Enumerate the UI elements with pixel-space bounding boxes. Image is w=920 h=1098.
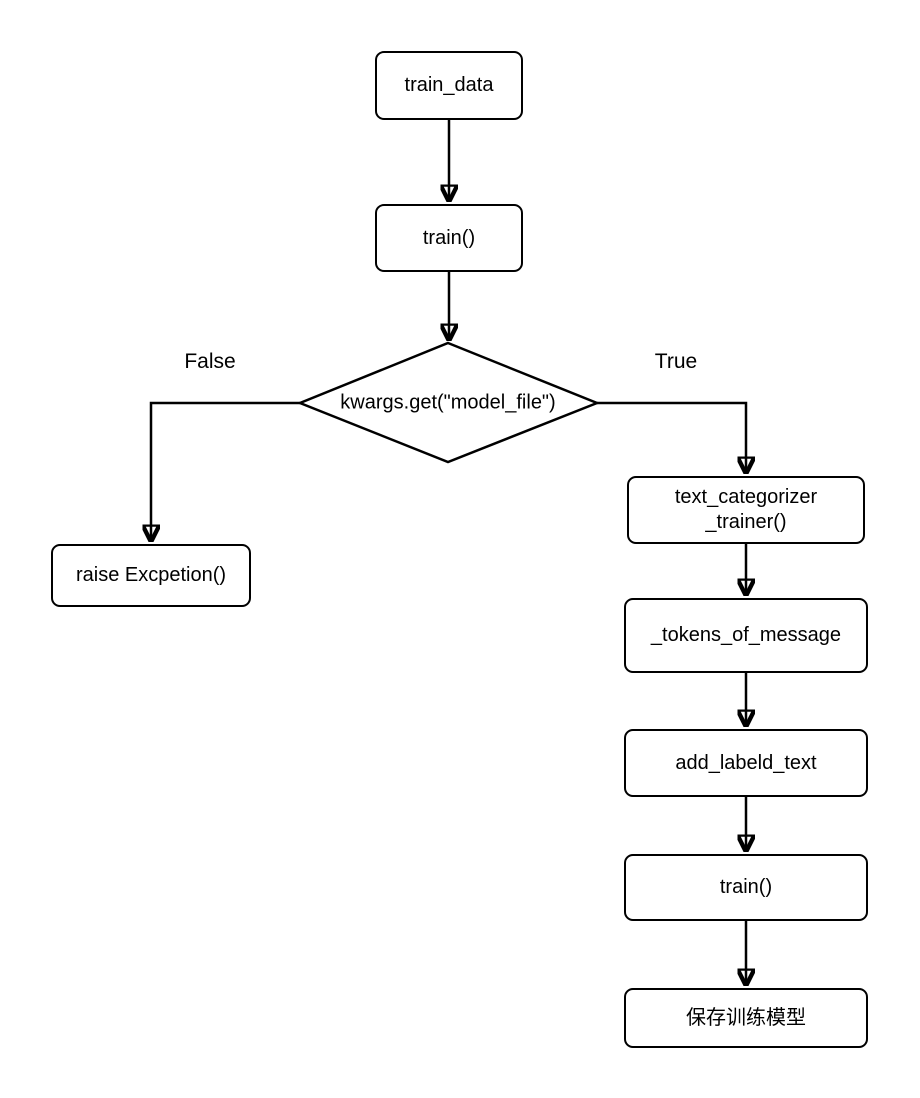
node-save-model: 保存训练模型	[624, 988, 868, 1048]
edge-label-false: False	[184, 350, 236, 373]
edge-decision-false-to-raise-exception	[151, 401, 300, 542]
node-tokens-of-message: _tokens_of_message	[624, 598, 868, 673]
node-raise-exception: raise Excpetion()	[51, 544, 251, 607]
node-train-2: train()	[624, 854, 868, 921]
edge-decision-true-to-text-categorizer	[597, 401, 746, 474]
node-train-data: train_data	[375, 51, 523, 120]
node-text-categorizer-trainer: text_categorizer _trainer()	[627, 476, 865, 544]
node-add-labeld-text: add_labeld_text	[624, 729, 868, 797]
node-train: train()	[375, 204, 523, 272]
edge-label-true: True	[654, 350, 698, 373]
decision-diamond-shape	[296, 341, 601, 464]
node-decision-label: kwargs.get("model_file")	[340, 391, 556, 414]
